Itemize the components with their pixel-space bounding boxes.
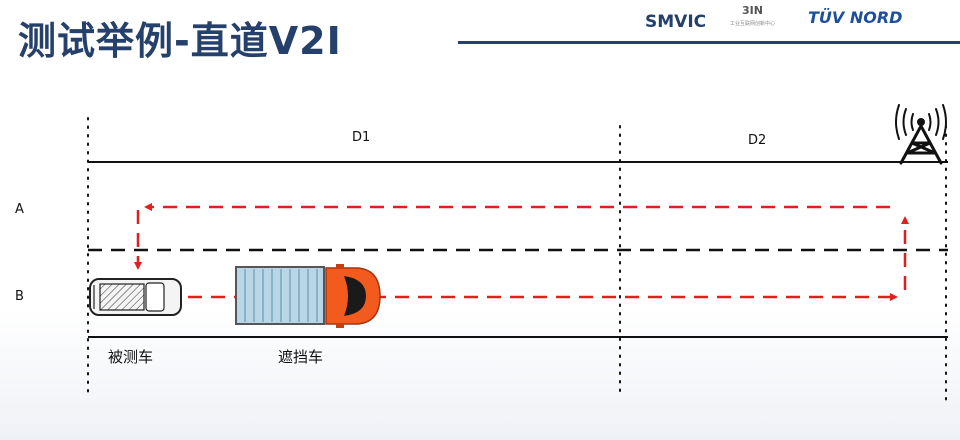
smvic-logo: SMVIC [645, 12, 707, 32]
radio-tower-icon [895, 104, 947, 165]
blocking-vehicle-label: 遮挡车 [278, 348, 324, 366]
section-label-d2: D2 [748, 133, 767, 148]
test-car-icon [89, 278, 182, 316]
lane-label-b: B [15, 289, 24, 304]
test-vehicle-label: 被测车 [108, 348, 154, 366]
lane-label-a: A [15, 202, 24, 217]
blocking-truck-icon [235, 264, 381, 328]
3in-logo-subtitle: 工业互联网创新中心 [730, 21, 776, 27]
title-underline [458, 41, 960, 44]
slide-title: 测试举例-直道V2I [18, 19, 342, 63]
3in-logo: 3IN [742, 4, 763, 17]
tuv-nord-logo: TÜV NORD [808, 8, 903, 27]
logo-bar [592, 0, 912, 34]
section-label-d1: D1 [352, 130, 371, 145]
